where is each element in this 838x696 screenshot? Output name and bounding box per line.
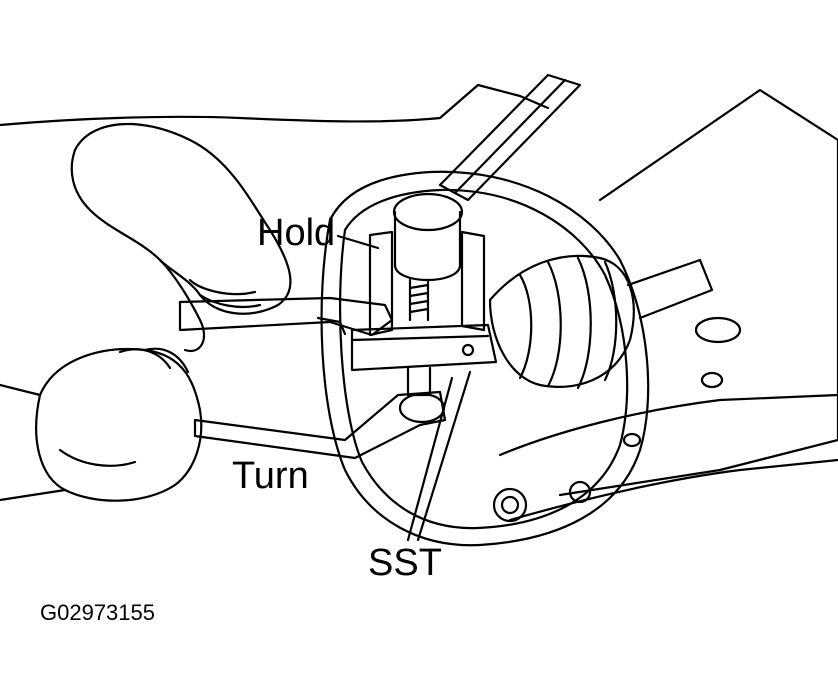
hold-label: Hold: [257, 212, 336, 254]
knuckle-rim: [338, 188, 629, 530]
puller-frame-left: [368, 230, 394, 337]
sst-label: SST: [368, 542, 442, 584]
lower-arm-bottom: [508, 458, 838, 522]
cv-boot-fold-3: [576, 256, 592, 390]
puller-yoke-front: [350, 334, 490, 342]
cv-boot: [488, 254, 635, 388]
cv-boot-fold-4: [603, 260, 618, 382]
puller-frame-right: [460, 230, 486, 332]
cv-boot-fold-2: [546, 260, 562, 388]
threaded-bolt: [408, 278, 430, 322]
puller-yoke: [350, 323, 498, 372]
sst-leader-2: [416, 370, 472, 542]
drive-shaft: [626, 258, 714, 320]
tie-rod-ball-body: [393, 210, 462, 281]
turn-wrench-handle: [193, 390, 447, 460]
hold-leader: [336, 234, 380, 250]
cv-boot-fold-1: [518, 273, 533, 380]
turn-label: Turn: [232, 455, 309, 497]
arm-slot-3: [622, 432, 642, 448]
arm-slot-2: [700, 371, 724, 389]
ball-joint-stud-inner: [500, 495, 520, 515]
upper-body-outline: [0, 83, 480, 127]
figure-code: G02973155: [40, 600, 155, 625]
lower-bolt: [406, 366, 432, 397]
upper-hand-fingers: [188, 278, 262, 309]
tie-rod-ball-top: [392, 192, 464, 232]
lower-hand-fingers: [58, 347, 190, 467]
upper-body-outline-2: [476, 83, 550, 110]
sst-leader-1: [406, 376, 454, 542]
turn-wrench-ring: [398, 392, 446, 424]
arm-slot-1: [694, 316, 742, 344]
sleeve-left: [0, 383, 67, 502]
ball-joint-stud: [492, 487, 528, 523]
lever-bar: [438, 73, 582, 202]
yoke-pin: [461, 343, 475, 357]
hold-wrench-jaw: [316, 316, 347, 336]
hold-wrench: [178, 296, 394, 337]
lever-bar-edge: [454, 78, 567, 194]
upper-hand: [70, 122, 292, 315]
arm-bolt: [568, 480, 592, 504]
upper-hand-thumb: [158, 258, 206, 353]
lower-hand: [35, 348, 203, 502]
lower-arm: [498, 393, 838, 457]
suspension-arm: [558, 88, 838, 497]
